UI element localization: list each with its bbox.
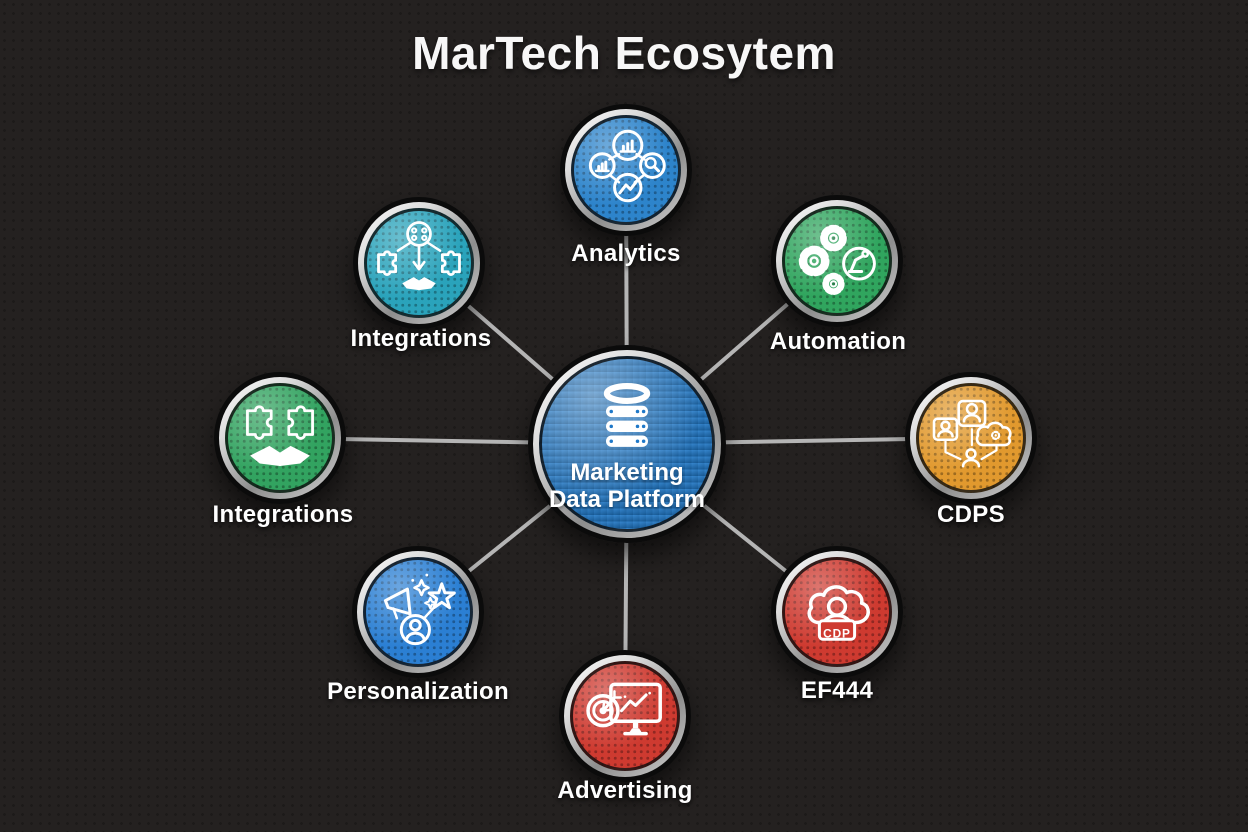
cdp-box-text: CDP [823,627,851,641]
node-personalization [352,546,484,678]
database-icon [603,383,651,447]
label-personalization: Personalization [327,678,509,705]
node-analytics [560,104,692,236]
node-integrations-left [214,372,346,504]
node-ef444: CDP [771,546,903,678]
node-marketing-data-platform: Marketing Data Platform [528,345,726,543]
center-label-line1: Marketing [570,459,684,487]
puzzle-handshake-icon [236,394,324,467]
target-monitor-icon [581,672,669,760]
label-integrations-top-left: Integrations [350,325,492,352]
center-label: Marketing Data Platform [548,459,706,513]
node-integrations-top-left [353,197,485,329]
label-cdps: CDPS [937,501,1005,528]
automation-gears-icon [793,217,881,305]
megaphone-star-user-icon [374,573,462,656]
node-advertising [559,650,691,782]
node-cdps [905,372,1037,504]
label-ef444: EF444 [800,677,874,704]
workflow-puzzle-handshake-icon [375,219,463,291]
label-advertising: Advertising [557,777,693,804]
center-label-line2: Data Platform [548,485,706,513]
page-title: MarTech Ecosytem [412,27,836,79]
label-integrations-left: Integrations [212,501,354,528]
label-automation: Automation [769,328,907,355]
node-automation [771,195,903,327]
label-analytics: Analytics [571,240,681,267]
analytics-charts-icon [582,126,670,214]
customer-profiles-cloud-icon [927,394,1015,482]
cdp-cloud-user-icon: CDP [793,568,881,656]
